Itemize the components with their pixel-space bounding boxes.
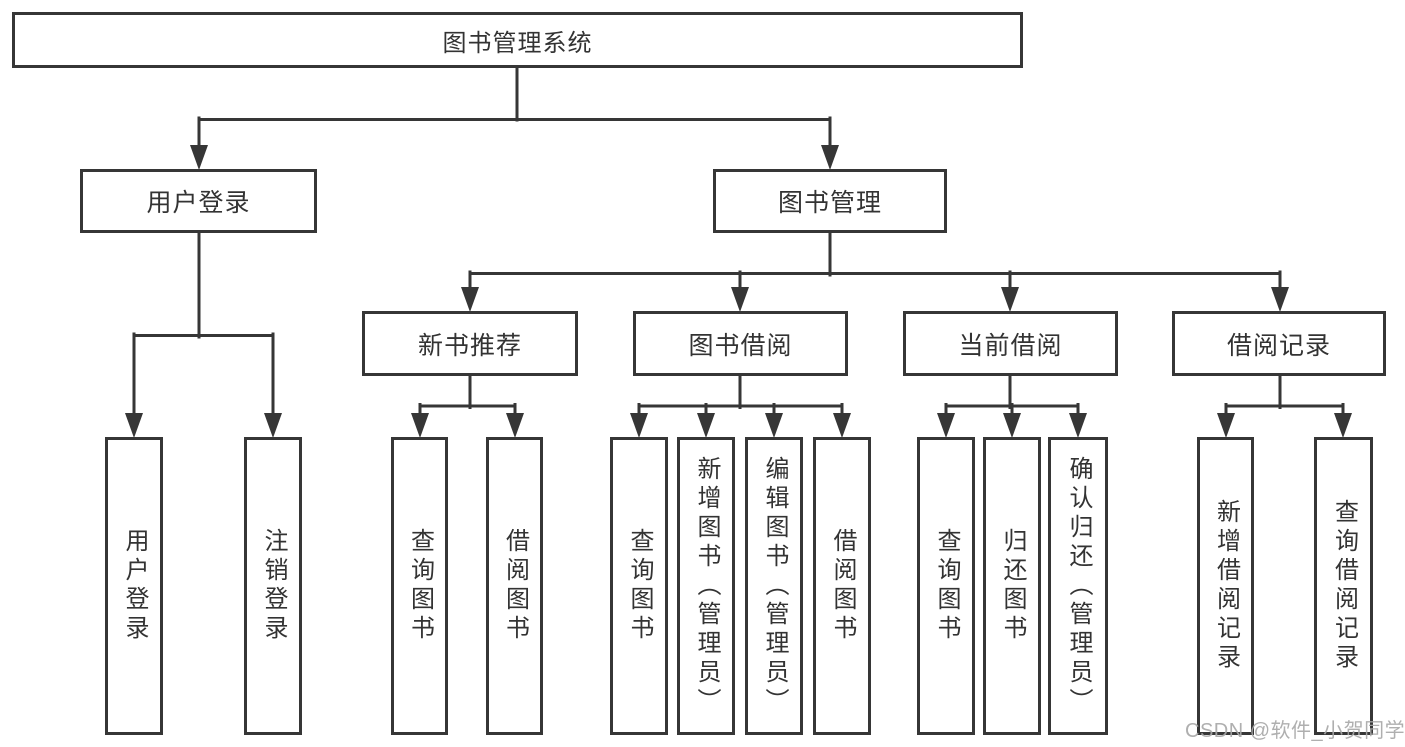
node-library-management-system: 图书管理系统 [12, 12, 1023, 68]
connector-root-to-level2 [197, 66, 832, 149]
leaf-bb-edit-books-admin: 编辑图书（管理员） [745, 437, 803, 735]
node-borrowing-records: 借阅记录 [1172, 311, 1386, 376]
arrowhead [411, 413, 429, 438]
arrowhead [1003, 413, 1021, 438]
arrowhead [697, 413, 715, 438]
arrowhead [821, 145, 839, 170]
arrowhead [1001, 287, 1019, 312]
arrowhead [765, 413, 783, 438]
leaf-nb-borrow-books: 借阅图书 [486, 437, 543, 735]
arrowhead [125, 413, 143, 438]
arrowhead [1217, 413, 1235, 438]
node-book-borrowing: 图书借阅 [633, 311, 848, 376]
leaf-bb-borrow-books: 借阅图书 [813, 437, 871, 735]
leaf-cb-confirm-return-admin: 确认归还（管理员） [1048, 437, 1108, 735]
arrowhead [190, 145, 208, 170]
leaf-cb-return-books: 归还图书 [983, 437, 1041, 735]
connector-level3-to-leaves [418, 374, 1345, 417]
leaf-bb-add-books-admin: 新增图书（管理员） [677, 437, 735, 735]
arrowhead [1271, 287, 1289, 312]
arrowhead [833, 413, 851, 438]
arrowhead [461, 287, 479, 312]
arrowhead [731, 287, 749, 312]
arrowhead [1334, 413, 1352, 438]
leaf-user-login: 用户登录 [105, 437, 163, 735]
csdn-watermark: CSDN @软件_小贺同学 [1185, 720, 1405, 742]
node-new-book-recommend: 新书推荐 [362, 311, 578, 376]
arrowhead [630, 413, 648, 438]
leaf-cb-query-books: 查询图书 [917, 437, 975, 735]
leaf-bb-query-books: 查询图书 [610, 437, 668, 735]
arrowhead [264, 413, 282, 438]
node-current-borrowing: 当前借阅 [903, 311, 1118, 376]
leaf-br-add-record: 新增借阅记录 [1197, 437, 1254, 735]
connector-mgmt-to-level3 [468, 231, 1282, 292]
leaf-br-query-record: 查询借阅记录 [1314, 437, 1373, 735]
leaf-nb-query-books: 查询图书 [391, 437, 448, 735]
arrowhead [937, 413, 955, 438]
node-book-management: 图书管理 [713, 169, 947, 233]
leaf-logout: 注销登录 [244, 437, 302, 735]
arrowhead [506, 413, 524, 438]
connector-login-to-leaves [132, 231, 275, 417]
arrowhead [1069, 413, 1087, 438]
arrowheads [125, 145, 1352, 438]
node-user-login: 用户登录 [80, 169, 317, 233]
